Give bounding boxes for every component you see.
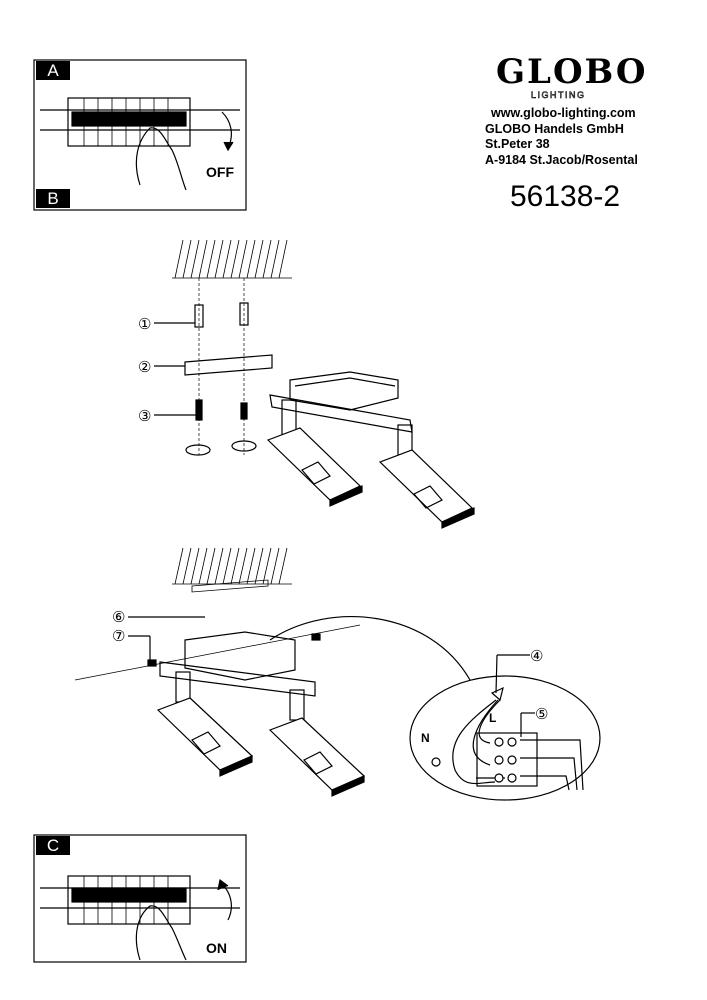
- arrow-up-icon: [221, 883, 232, 921]
- ceiling-hatch-2: [172, 547, 292, 593]
- fuse-box-c: [40, 875, 240, 961]
- wire-neutral-label: N: [421, 731, 430, 745]
- model-number: 56138-2: [510, 180, 621, 213]
- part-3-label: ③: [138, 408, 151, 425]
- part-6-label: ⑥: [112, 609, 125, 626]
- screw-icon: [147, 659, 157, 667]
- mounting-hardware: [154, 278, 273, 456]
- fuse-box-a: [40, 97, 240, 191]
- step-c-label: C: [36, 836, 70, 855]
- brand-logo: GLOBO: [496, 52, 648, 92]
- mounting-bracket: [184, 354, 273, 376]
- switch-off-label: OFF: [206, 164, 234, 180]
- contact-block: www.globo-lighting.com GLOBO Handels Gmb…: [485, 106, 638, 168]
- ceiling-hatch-1: [172, 239, 292, 279]
- screw-icon: [311, 633, 321, 641]
- street: St.Peter 38: [485, 137, 550, 151]
- switch-on-label: ON: [206, 940, 227, 956]
- website: www.globo-lighting.com: [491, 106, 636, 120]
- part-2-label: ②: [138, 359, 151, 376]
- wall-plug-icon: [194, 304, 204, 328]
- fixture-1: [266, 371, 475, 529]
- part-7-label: ⑦: [112, 628, 125, 645]
- part-5-label: ⑤: [535, 706, 548, 723]
- panel-c-frame: [33, 834, 247, 963]
- hand-icon: [135, 127, 187, 191]
- part-4-label: ④: [530, 648, 543, 665]
- wire-live-label: L: [489, 711, 496, 725]
- screw-icon: [240, 402, 248, 420]
- wall-plug-icon: [239, 302, 249, 326]
- wiring-detail: [409, 654, 601, 801]
- company: GLOBO Handels GmbH: [485, 121, 624, 136]
- fixture-2: [74, 616, 471, 797]
- screw-icon: [195, 399, 203, 421]
- step-a-label: A: [36, 61, 70, 80]
- step-b-label: B: [36, 189, 70, 208]
- brand-subtitle: LIGHTING: [531, 90, 586, 101]
- ground-icon: [431, 757, 441, 767]
- city: A-9184 St.Jacob/Rosental: [485, 152, 638, 167]
- panel-a-frame: [33, 59, 247, 211]
- part-1-label: ①: [138, 316, 151, 333]
- hand-icon: [135, 905, 187, 961]
